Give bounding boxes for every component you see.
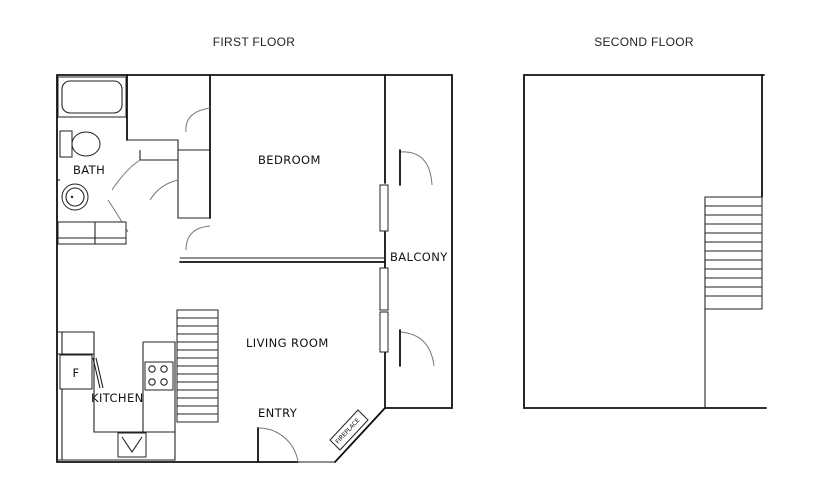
outer-wall-top-right — [56, 74, 453, 409]
first-floor-stairs — [176, 309, 219, 423]
second-floor-stairs — [704, 196, 763, 310]
sliding-door-mid — [379, 267, 389, 311]
bath-label: BATH — [73, 163, 105, 177]
fridge-label: F — [72, 366, 79, 380]
balcony-door-swing-upper — [399, 151, 433, 186]
bedroom-door-swing-upper — [185, 107, 211, 133]
angled-corner-wall — [334, 407, 386, 463]
sliding-door-lower — [379, 311, 389, 353]
refrigerator: F — [59, 354, 104, 390]
toilet — [59, 130, 101, 158]
sliding-door-upper — [379, 184, 389, 232]
fireplace: FIREPLACE — [329, 409, 369, 451]
linen-cabinet — [57, 221, 127, 245]
bedroom-label: BEDROOM — [258, 153, 321, 167]
bedroom-door-swing-lower — [185, 225, 211, 251]
second-floor-plan — [523, 74, 767, 409]
second-floor-title: SECOND FLOOR — [594, 35, 694, 49]
outer-wall-left-bottom — [56, 74, 299, 463]
bathtub — [57, 76, 127, 118]
living-room-label: LIVING ROOM — [246, 336, 329, 350]
entry-door-swing — [257, 427, 299, 463]
bath-door-swing — [111, 159, 141, 191]
stove — [144, 361, 174, 391]
entry-label: ENTRY — [258, 406, 298, 420]
kitchen-counters — [58, 331, 176, 461]
closet-door-swing — [149, 179, 179, 201]
balcony-door-swing-lower — [399, 331, 435, 367]
sink — [61, 183, 89, 211]
kitchen-sink — [117, 432, 147, 458]
closet-top-wall — [127, 139, 210, 151]
first-floor-title: FIRST FLOOR — [213, 35, 295, 49]
first-floor-plan: FIREPLACE — [56, 74, 453, 463]
closet-body — [177, 150, 210, 219]
kitchen-label: KITCHEN — [91, 391, 144, 405]
balcony-label: BALCONY — [390, 250, 448, 264]
hall-closet-wall — [139, 150, 178, 161]
second-floor-left-bottom-wall — [523, 74, 767, 409]
